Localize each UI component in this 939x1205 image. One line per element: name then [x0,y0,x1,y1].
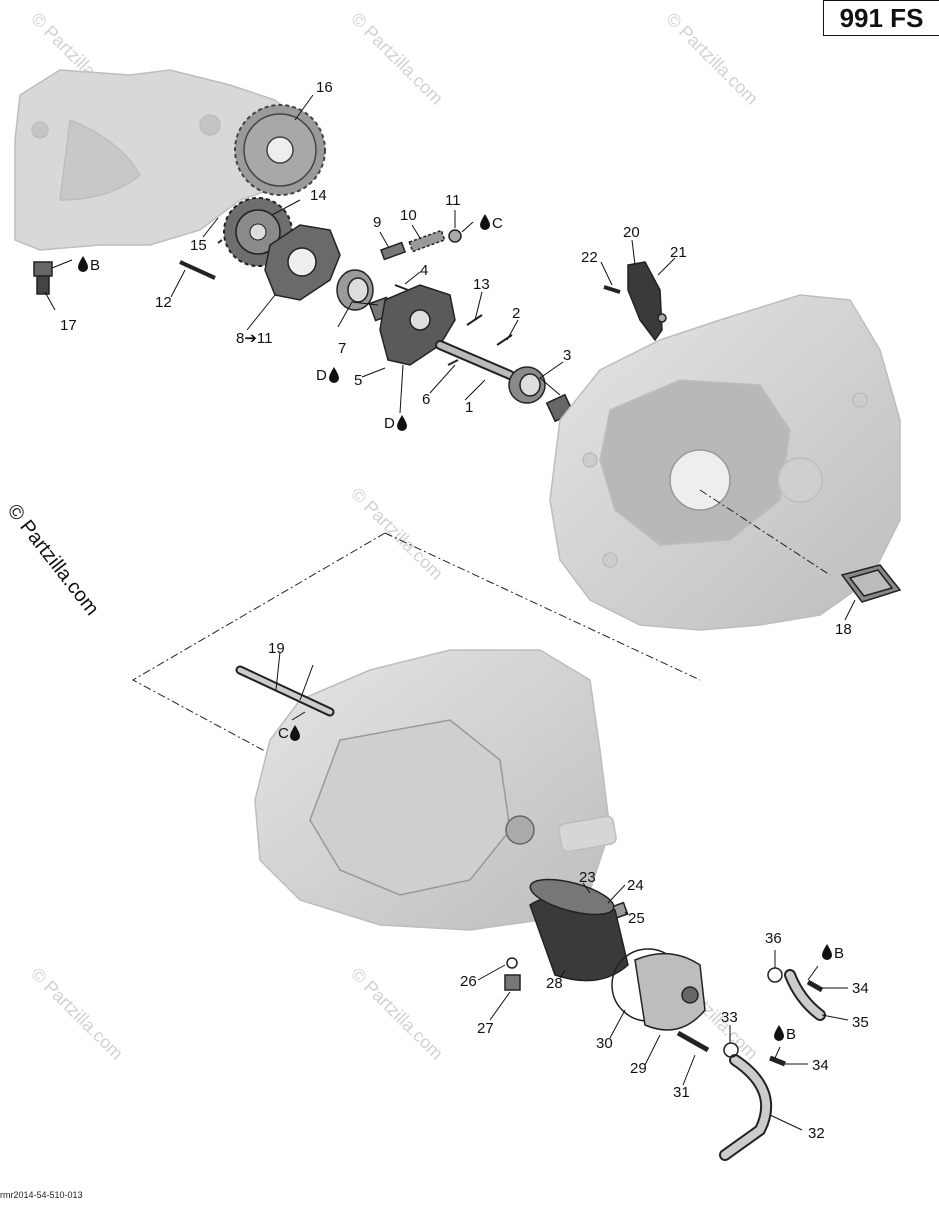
callout-label: 20 [623,224,640,241]
callout-label: 13 [473,276,490,293]
callout-label: 36 [765,930,782,947]
bolt-31 [676,1030,710,1053]
callout-label: 2 [512,305,520,322]
lube-code: C [278,725,289,742]
callout-label: 34 [852,980,869,997]
callout-label: 30 [596,1035,613,1052]
callout-label: 22 [581,249,598,266]
seals-and-bolts [723,967,824,1067]
oil-drop-icon [774,1025,784,1041]
callout-label: 23 [579,869,596,886]
lube-code: D [384,415,395,432]
crankcase-right [549,294,901,631]
callout-label: 10 [400,207,417,224]
callout-label: 28 [546,975,563,992]
alignment-dashes [131,489,831,771]
callout-label: 4 [420,262,428,279]
callout-labels: 16 14 15 12 17 8➔11 9 10 11 4 13 2 3 7 5… [60,79,869,1142]
lubricant-markers: B C D D C B B [78,214,844,1043]
callout-label: 31 [673,1084,690,1101]
oil-pump-housing-8 [264,224,341,301]
callout-label: 7 [338,340,346,357]
callout-label: 33 [721,1009,738,1026]
callout-label: 1 [465,399,473,416]
callout-label: 12 [155,294,172,311]
oil-drop-icon [480,214,490,230]
callout-label: 34 [812,1057,829,1074]
pump-cover-5 [379,284,456,366]
lube-code: D [316,367,327,384]
small-pins [179,239,513,366]
oil-drop-icon [397,415,407,431]
pump-shaft-1 [435,340,515,380]
callout-label: 9 [373,214,381,231]
bracket-20 [603,261,667,342]
filter-cover-29-30 [611,948,706,1031]
callout-label: 29 [630,1060,647,1077]
oil-filter-28 [529,878,629,982]
callout-label: 24 [627,877,644,894]
strainer-18 [840,564,902,603]
oil-pipe-32 [719,1054,773,1161]
crankcase-lower [254,649,617,931]
oil-pressure-switch-17 [33,261,53,295]
oil-pipe-35 [784,969,826,1021]
svg-text:© Partzilla.com: © Partzilla.com [347,964,447,1064]
callout-label: 17 [60,317,77,334]
callout-label: 8➔11 [236,330,272,347]
lube-code: B [90,257,100,274]
lube-code: B [786,1026,796,1043]
callout-label: 32 [808,1125,825,1142]
callout-label: 26 [460,973,477,990]
callout-label: 25 [628,910,645,927]
callout-label: 11 [445,192,461,209]
callout-label: 16 [316,79,333,96]
relief-valve-9-10-11 [379,229,462,261]
document-id: rmr2014-54-510-013 [0,1190,83,1200]
oil-drop-icon [329,367,339,383]
svg-text:© Partzilla.com: © Partzilla.com [27,964,127,1064]
callout-label: 15 [190,237,207,254]
oil-tube-19 [235,665,335,717]
callout-label: 14 [310,187,327,204]
callout-label: 18 [835,621,852,638]
model-badge: 991 FS [823,0,939,36]
svg-text:© Partzilla.com: © Partzilla.com [347,484,447,584]
oil-drop-icon [78,256,88,272]
svg-text:© Partzilla.com: © Partzilla.com [662,9,762,109]
gear-16 [234,104,326,196]
oil-drop-icon [822,944,832,960]
oil-drop-icon [290,725,300,741]
callout-label: 35 [852,1014,869,1031]
leader-lines [44,94,856,1131]
lube-code: B [834,945,844,962]
callout-label: 19 [268,640,285,657]
gear-14 [223,197,293,267]
svg-text:© Partzilla.com: © Partzilla.com [347,9,447,109]
callout-label: 27 [477,1020,494,1037]
lube-code: C [492,215,503,232]
callout-label: 3 [563,347,571,364]
callout-label: 6 [422,391,430,408]
callout-label: 5 [354,372,362,389]
pump-rotors-3 [508,366,575,423]
callout-label: 21 [670,244,687,261]
drain-plug-26-27 [504,957,521,991]
